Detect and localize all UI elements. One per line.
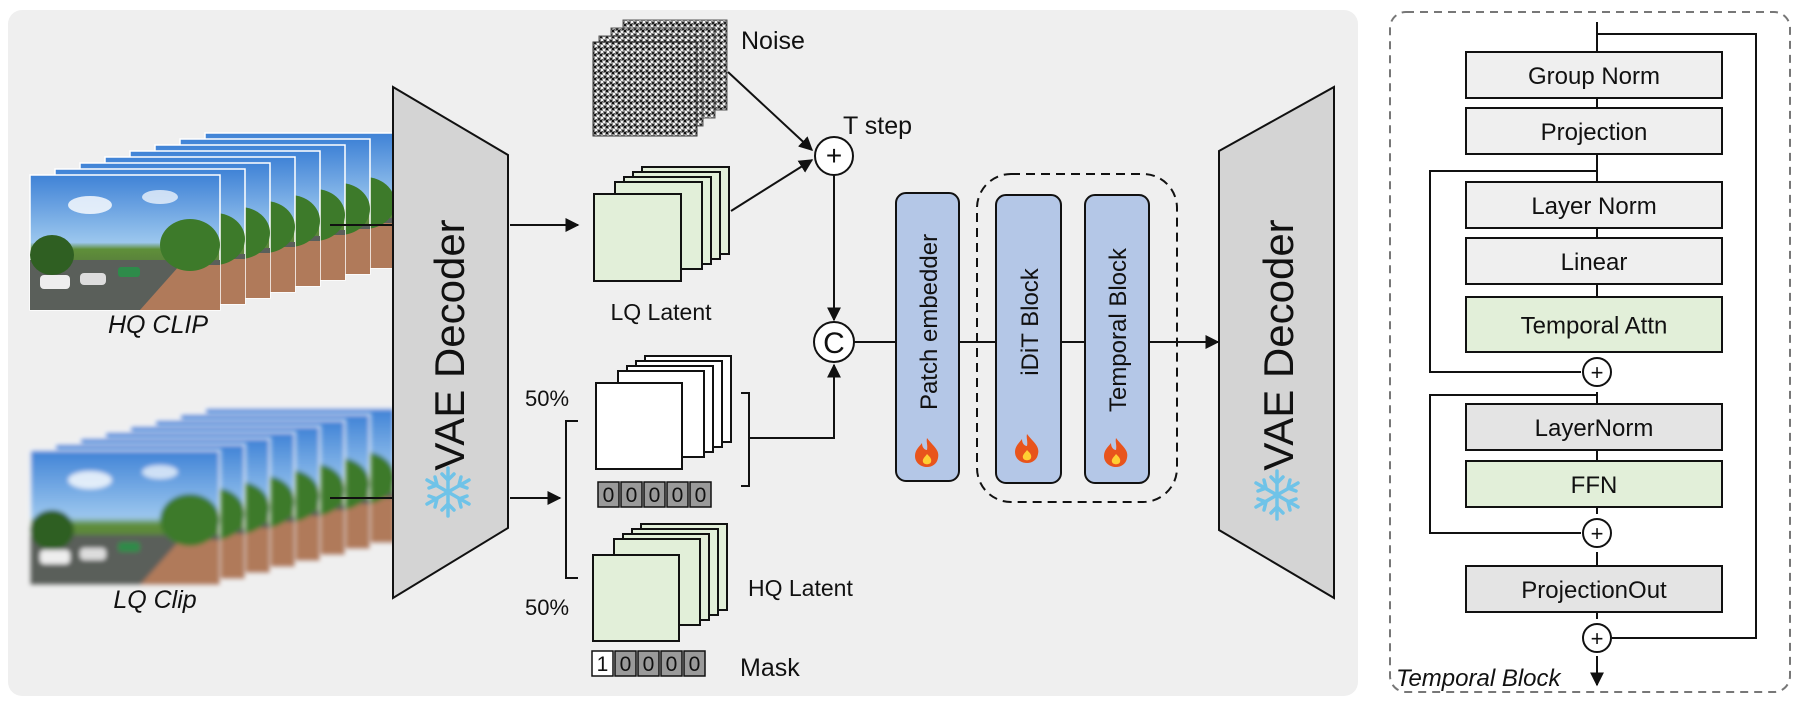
- layer-temporal-attn-box: [1465, 296, 1723, 353]
- outer-skip-line: [1597, 33, 1757, 639]
- noise-label: Noise: [741, 27, 805, 55]
- layer-layer-norm-label: Layer Norm: [1531, 193, 1656, 220]
- mask-digit: 0: [626, 484, 638, 507]
- layer-group-norm-label: Group Norm: [1528, 63, 1660, 90]
- snowflake-icon: [1254, 469, 1300, 521]
- latent-to-concat-arrow: [749, 363, 841, 439]
- hq-clip-label: HQ CLIP: [108, 311, 208, 339]
- hq-latent-stack: [592, 523, 728, 642]
- mask-label: Mask: [740, 654, 800, 682]
- temporal-block-title: Temporal Block: [1396, 665, 1563, 692]
- mask-digit: 0: [649, 484, 661, 507]
- noise-image: [592, 19, 728, 137]
- layer-linear-box: [1465, 237, 1723, 285]
- mask-digit: 0: [689, 653, 701, 676]
- temporal-block: [1084, 194, 1150, 484]
- mask-digit: 0: [672, 484, 684, 507]
- mask-digit: 0: [620, 653, 632, 676]
- temporal-block-label: Temporal Block: [1105, 247, 1132, 412]
- layer-layer-norm-box: [1465, 181, 1723, 229]
- snowflake-icon: [425, 466, 471, 518]
- mask-digit: 0: [695, 484, 707, 507]
- layer-projectionout-box: [1465, 565, 1723, 613]
- patch-embedder-label: Patch embedder: [916, 234, 943, 410]
- layer-ffn-box: [1465, 460, 1723, 508]
- lq-clip-image: [29, 407, 396, 586]
- concat-symbol: C: [823, 327, 845, 360]
- vae-encoder-label: VAE Decoder: [426, 219, 473, 470]
- layer-layernorm-box: [1465, 403, 1723, 451]
- fire-icon: [1104, 438, 1128, 467]
- t-step-label: T step: [843, 112, 912, 140]
- plus-symbol: +: [1591, 626, 1604, 651]
- plus-symbol: +: [1591, 360, 1604, 385]
- layer-projection-box: [1465, 107, 1723, 155]
- mask-digit: 0: [643, 653, 655, 676]
- transformer-group-outline: [976, 173, 1178, 503]
- layer-linear-label: Linear: [1561, 249, 1628, 276]
- idit-block: [995, 194, 1062, 484]
- layer-group-norm-box: [1465, 51, 1723, 99]
- masked-latent-stack: [595, 355, 732, 470]
- residual-2-line: [1429, 394, 1597, 534]
- mask-digit: 0: [603, 484, 615, 507]
- lq-latent-label: LQ Latent: [610, 299, 712, 325]
- residual-add-node: [1582, 518, 1612, 548]
- hq-clip-image: [29, 132, 396, 311]
- plus-symbol: +: [1591, 521, 1604, 546]
- lq-clip-label: LQ Clip: [113, 586, 196, 614]
- layer-temporal-attn-label: Temporal Attn: [1521, 313, 1668, 340]
- residual-add-node: [1582, 623, 1612, 653]
- vae-encoder-trapezoid: [392, 85, 509, 600]
- percent-top-label: 50%: [525, 386, 569, 411]
- vae-decoder-label: VAE Decoder: [1255, 219, 1302, 470]
- layer-layernorm-label: LayerNorm: [1535, 415, 1654, 442]
- mask-digit: 0: [666, 653, 678, 676]
- latent-to-add-arrow: [730, 159, 814, 212]
- split-bracket: [565, 420, 578, 579]
- layer-projectionout-label: ProjectionOut: [1521, 577, 1667, 604]
- layer-projection-label: Projection: [1541, 119, 1648, 146]
- mask-digit: 1: [597, 653, 609, 676]
- layer-ffn-label: FFN: [1571, 472, 1618, 499]
- hq-latent-label: HQ Latent: [748, 575, 853, 601]
- noise-to-add-arrow: [727, 71, 814, 151]
- patch-embedder-block: [895, 192, 960, 482]
- latent-merge-bracket: [741, 392, 750, 487]
- idit-block-label: iDiT Block: [1017, 267, 1044, 376]
- add-symbol: +: [826, 140, 842, 171]
- residual-add-node: [1582, 357, 1612, 387]
- vae-decoder-trapezoid: [1218, 85, 1335, 600]
- residual-1-line: [1429, 170, 1597, 373]
- fire-icon: [915, 438, 939, 467]
- lq-latent-stack: [593, 166, 730, 282]
- fire-icon: [1015, 434, 1039, 463]
- percent-bottom-label: 50%: [525, 595, 569, 620]
